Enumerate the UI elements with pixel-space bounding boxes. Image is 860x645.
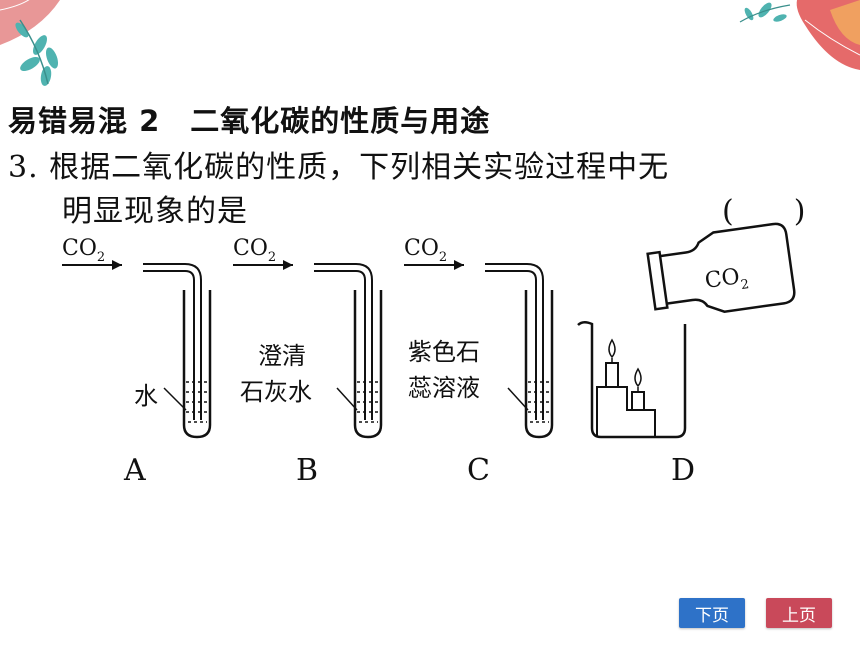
beaker-setup-d: CO2 D bbox=[577, 222, 796, 488]
tube-c-liquid-label-1: 紫色石 bbox=[408, 338, 480, 366]
delivery-tube-c bbox=[485, 263, 544, 420]
lower-flame-icon bbox=[634, 367, 642, 388]
question-text-line-1: 3. 根据二氧化碳的性质，下列相关实验过程中无 bbox=[8, 150, 670, 185]
leaf-decoration-left-icon bbox=[0, 0, 60, 86]
option-d-label: D bbox=[671, 453, 695, 488]
stair-stand bbox=[596, 386, 656, 437]
gas-label-a: CO2 bbox=[62, 236, 105, 265]
tube-a-glass bbox=[182, 290, 212, 439]
delivery-tube-b bbox=[314, 263, 373, 420]
tube-c-liquid-label-2: 蕊溶液 bbox=[408, 374, 480, 402]
section-heading: 易错易混 2 二氧化碳的性质与用途 bbox=[8, 104, 491, 138]
question-text-line-2: 明显现象的是 bbox=[62, 194, 248, 229]
gas-label-c: CO2 bbox=[404, 236, 447, 265]
test-tube-b: CO2 澄清 石灰水 B bbox=[233, 236, 383, 488]
option-c-label: C bbox=[467, 453, 490, 488]
bottle-gas-label: CO2 bbox=[703, 263, 750, 298]
option-b-label: B bbox=[296, 453, 318, 488]
experiment-diagram: CO2 水 A CO2 澄清 石灰水 B CO2 bbox=[62, 222, 796, 488]
answer-blank: ( ) bbox=[722, 194, 806, 229]
upper-candle bbox=[605, 362, 619, 388]
upper-flame-icon bbox=[608, 338, 616, 359]
tube-b-liquid-label-1: 澄清 bbox=[258, 342, 306, 370]
lower-candle bbox=[631, 391, 645, 411]
delivery-tube-a bbox=[143, 263, 202, 420]
leaf-decoration-right-icon bbox=[739, 0, 860, 70]
tube-b-liquid-label-2: 石灰水 bbox=[240, 378, 312, 406]
option-a-label: A bbox=[123, 453, 146, 488]
gas-label-b: CO2 bbox=[233, 236, 276, 265]
next-page-button[interactable]: 下页 bbox=[679, 598, 745, 628]
test-tube-c: CO2 紫色石 蕊溶液 C bbox=[404, 236, 554, 488]
tube-b-glass bbox=[353, 290, 383, 439]
prev-page-button[interactable]: 上页 bbox=[766, 598, 832, 628]
beaker-glass bbox=[577, 321, 687, 439]
test-tube-a: CO2 水 A bbox=[62, 236, 212, 488]
co2-gas-bottle: CO2 bbox=[646, 222, 796, 313]
tube-a-liquid-label: 水 bbox=[134, 382, 158, 410]
tube-c-glass bbox=[524, 290, 554, 439]
